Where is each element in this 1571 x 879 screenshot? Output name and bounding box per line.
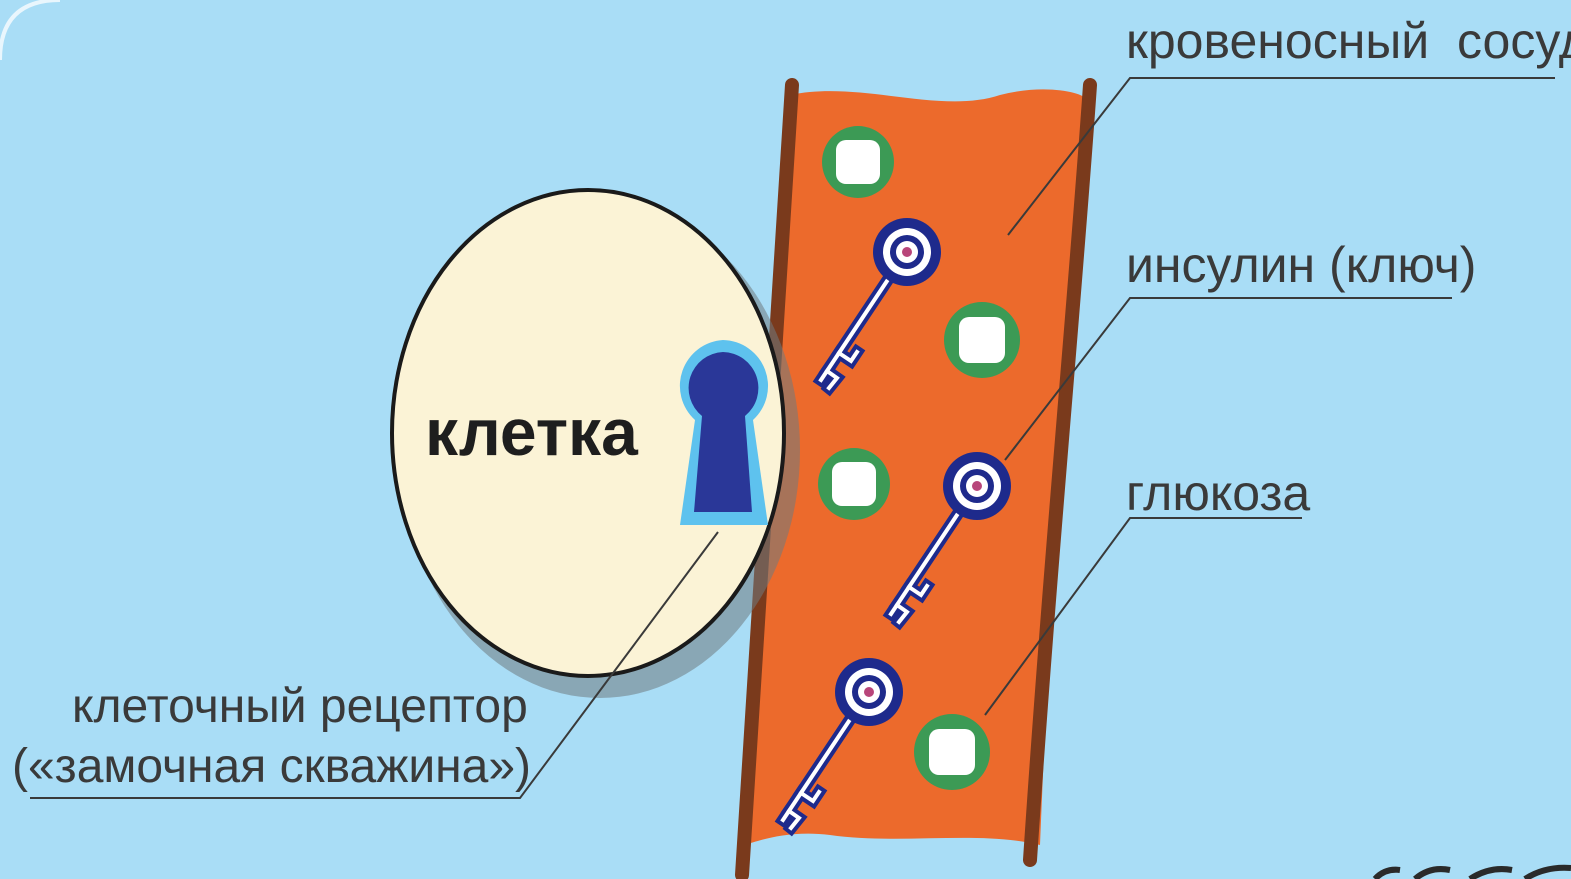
glucose-molecule — [822, 126, 894, 198]
vessel-label: кровеносный сосуд — [1126, 13, 1571, 69]
corner-fragment — [1375, 868, 1571, 879]
glucose-label: глюкоза — [1126, 465, 1310, 521]
glucose-molecule — [914, 714, 990, 790]
insulin-label: инсулин (ключ) — [1126, 237, 1476, 293]
panel-corner — [0, 0, 60, 60]
receptor-label-line2: («замочная скважина») — [12, 740, 531, 793]
cell-label: клетка — [425, 395, 639, 469]
receptor-label-line1: клеточный рецептор — [72, 680, 528, 733]
glucose-molecule — [944, 302, 1020, 378]
glucose-molecule — [818, 448, 890, 520]
